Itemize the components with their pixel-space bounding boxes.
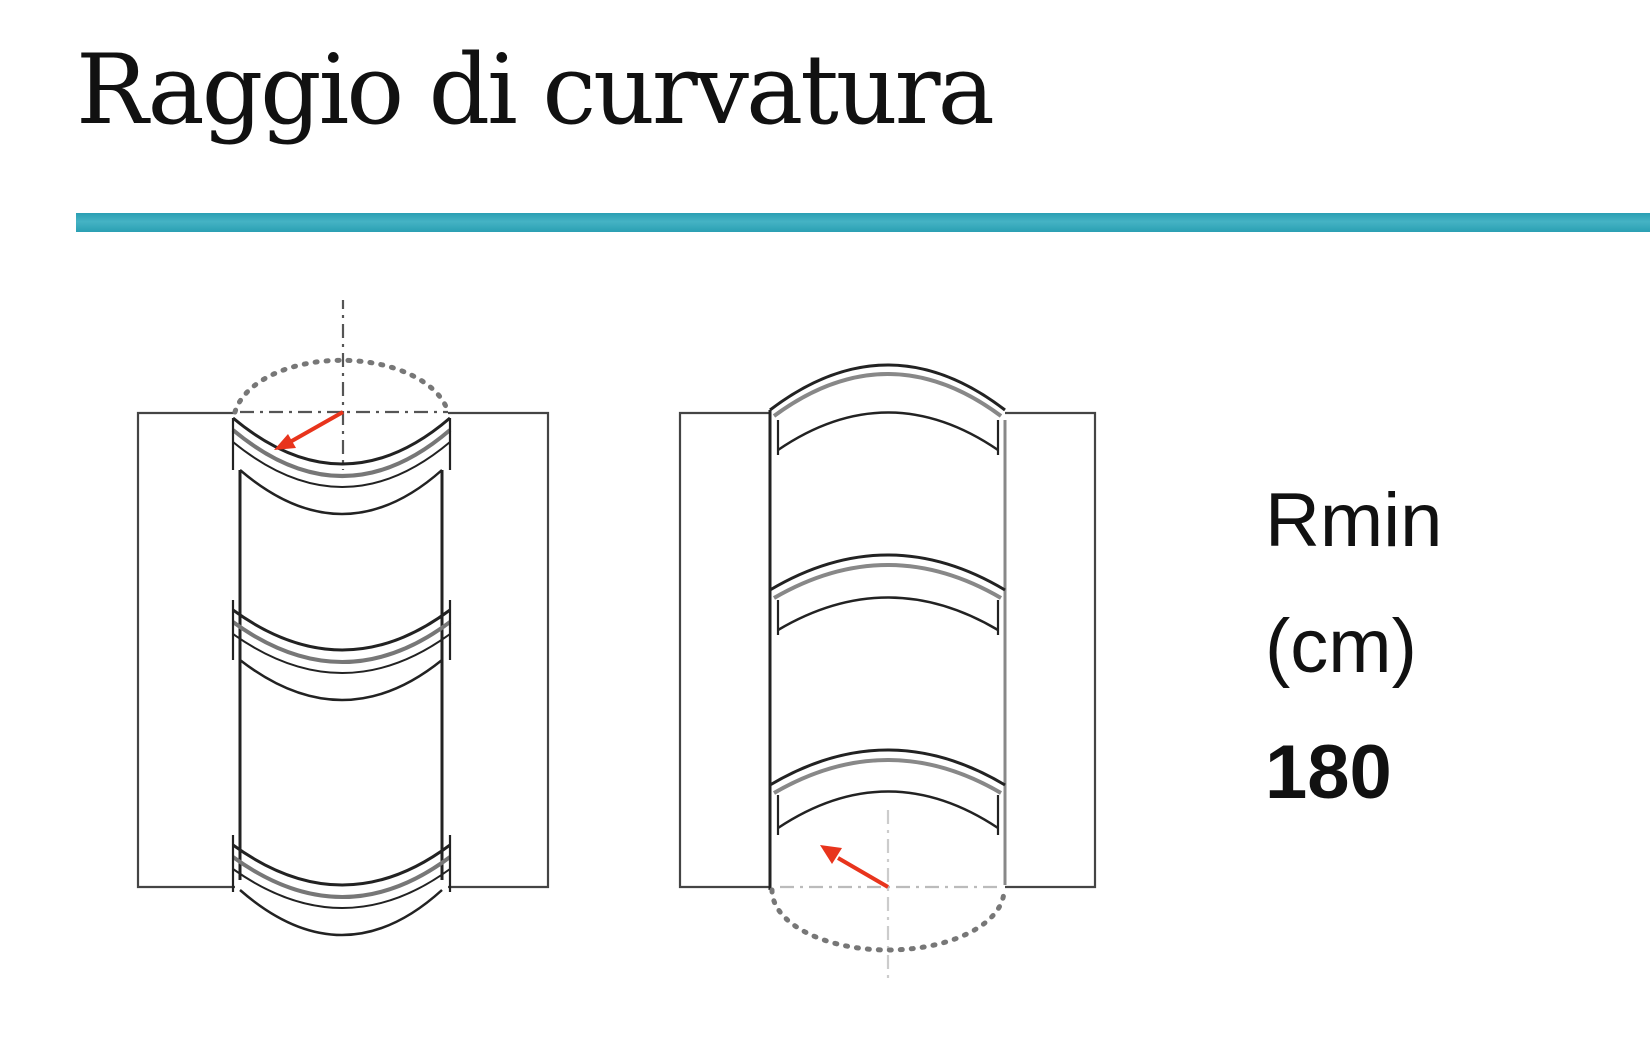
spec-unit: (cm): [1265, 604, 1417, 689]
spec-value: 180: [1265, 730, 1392, 815]
spec-block: Rmin (cm) 180: [1265, 458, 1442, 836]
radius-arrow-icon: [274, 410, 344, 450]
concave-bend-diagram: [678, 363, 1097, 980]
radius-arrow-icon: [820, 845, 890, 889]
page-title: Raggio di curvatura: [76, 34, 995, 146]
convex-bend-diagram: [136, 300, 550, 937]
spec-label: Rmin: [1265, 478, 1443, 563]
accent-divider: [76, 213, 1650, 232]
